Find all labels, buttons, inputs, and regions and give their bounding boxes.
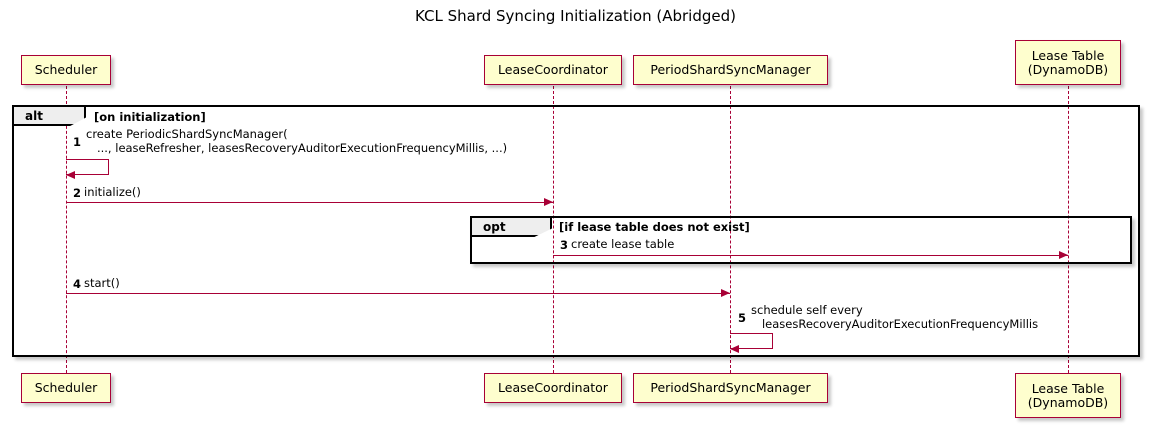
fragment-alt-on-initialization [12, 105, 1140, 357]
message-5-number: 5 [738, 311, 747, 325]
message-3-line [553, 255, 1068, 256]
message-2-number: 2 [73, 186, 82, 200]
participant-scheduler-top-label: Scheduler [34, 62, 98, 77]
participant-periodshardsyncmanager-bottom[interactable]: PeriodShardSyncManager [633, 373, 828, 403]
page-title: KCL Shard Syncing Initialization (Abridg… [415, 7, 736, 25]
lifeline-periodshardsyncmanager [730, 86, 731, 373]
message-3-label: create lease table [571, 237, 675, 251]
fragment-opt-condition: [if lease table does not exist] [559, 220, 750, 234]
message-1-label: create PeriodicShardSyncManager( ..., le… [86, 127, 508, 155]
participant-periodshardsyncmanager-top[interactable]: PeriodShardSyncManager [633, 55, 828, 85]
message-3-arrowhead [1059, 250, 1068, 259]
participant-leasetable-bottom-label: Lease Table (DynamoDB) [1027, 380, 1109, 410]
participant-leasetable-top[interactable]: Lease Table (DynamoDB) [1015, 40, 1121, 85]
participant-leasecoordinator-bottom-label: LeaseCoordinator [498, 380, 608, 395]
message-4-line [66, 293, 730, 294]
participant-leasecoordinator-top-label: LeaseCoordinator [498, 62, 608, 77]
message-2-line [66, 202, 553, 203]
fragment-alt-condition: [on initialization] [94, 110, 206, 124]
fragment-opt-operator-label: opt [472, 218, 552, 237]
message-5-label: schedule self every leasesRecoveryAudito… [751, 303, 1039, 331]
participant-leasetable-bottom[interactable]: Lease Table (DynamoDB) [1015, 373, 1121, 418]
participant-leasecoordinator-top[interactable]: LeaseCoordinator [484, 55, 622, 85]
lifeline-leasecoordinator [553, 86, 554, 373]
fragment-opt-lease-table-missing [470, 216, 1132, 264]
message-4-arrowhead [721, 288, 730, 297]
participant-leasecoordinator-bottom[interactable]: LeaseCoordinator [484, 373, 622, 403]
message-2-arrowhead [544, 197, 553, 206]
participant-periodshardsyncmanager-bottom-label: PeriodShardSyncManager [650, 380, 811, 395]
fragment-alt-operator-label: alt [14, 107, 86, 126]
participant-scheduler-bottom-label: Scheduler [34, 380, 98, 395]
participant-periodshardsyncmanager-top-label: PeriodShardSyncManager [650, 62, 811, 77]
message-2-label: initialize() [84, 185, 141, 199]
participant-scheduler-bottom[interactable]: Scheduler [21, 373, 111, 403]
message-4-label: start() [84, 276, 120, 290]
participant-scheduler-top[interactable]: Scheduler [21, 55, 111, 85]
message-1-arrowhead [66, 170, 75, 179]
message-1-self-loop [66, 159, 109, 175]
message-3-number: 3 [560, 238, 569, 252]
participant-leasetable-top-label: Lease Table (DynamoDB) [1027, 47, 1109, 77]
lifeline-leasetable [1068, 86, 1069, 373]
message-1-number: 1 [73, 135, 82, 149]
message-5-arrowhead [730, 344, 739, 353]
message-5-self-loop [730, 333, 773, 349]
lifeline-scheduler [66, 86, 67, 373]
message-4-number: 4 [73, 277, 82, 291]
